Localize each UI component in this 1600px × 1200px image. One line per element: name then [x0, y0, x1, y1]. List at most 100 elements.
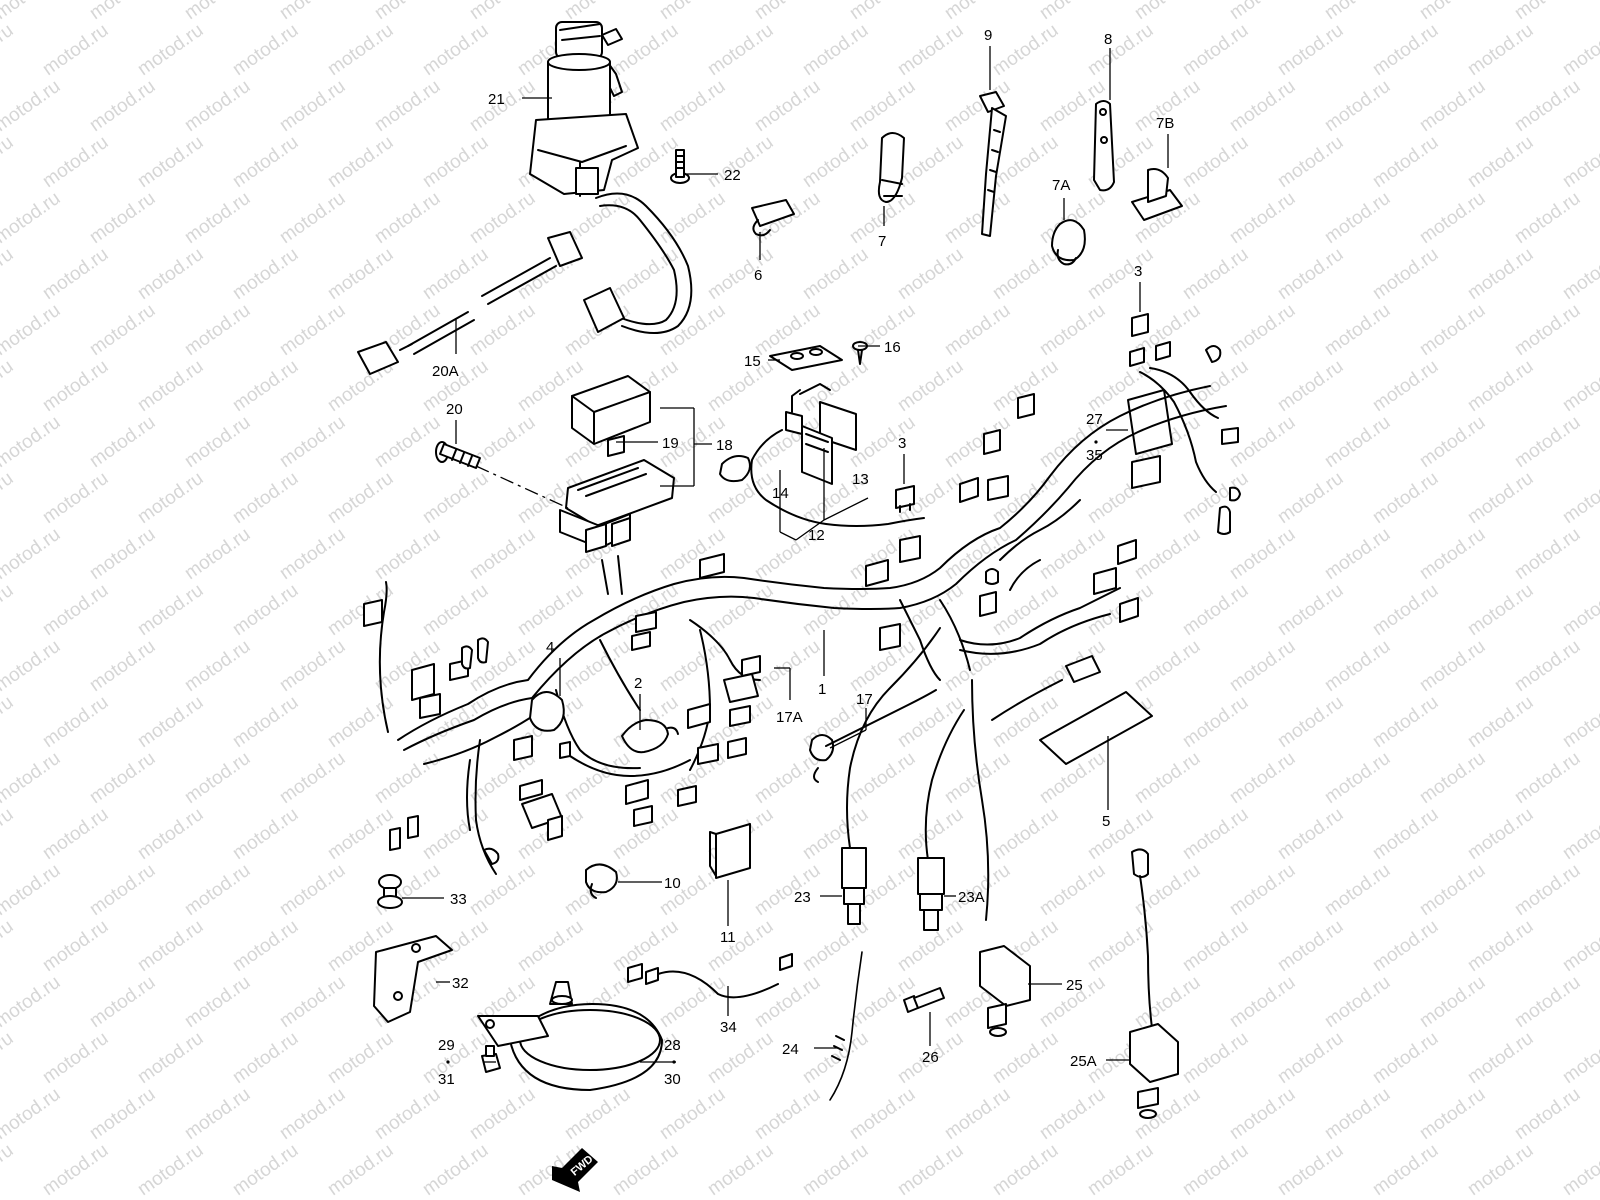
watermark-text: motod.ru — [39, 804, 112, 864]
watermark-text: motod.ru — [39, 580, 112, 640]
watermark-text: motod.ru — [1036, 860, 1109, 920]
watermark-text: motod.ru — [656, 636, 729, 696]
switch-23a — [917, 709, 965, 931]
watermark-text: motod.ru — [0, 916, 17, 976]
watermark-text: motod.ru — [86, 748, 159, 808]
watermark-text: motod.ru — [1274, 244, 1347, 304]
watermark-text: motod.ru — [1226, 0, 1299, 24]
watermark-text: motod.ru — [39, 244, 112, 304]
watermark-text: motod.ru — [1321, 0, 1394, 24]
watermark-text: motod.ru — [1416, 860, 1489, 920]
watermark-text: motod.ru — [39, 356, 112, 416]
watermark-text: motod.ru — [1464, 1028, 1537, 1088]
watermark-text: motod.ru — [181, 300, 254, 360]
watermark-text: motod.ru — [846, 0, 919, 24]
watermark-text: motod.ru — [86, 972, 159, 1032]
watermark-text: motod.ru — [1179, 692, 1252, 752]
watermark-text: motod.ru — [419, 468, 492, 528]
watermark-text: motod.ru — [751, 860, 824, 920]
label-29: 29 — [438, 1037, 455, 1054]
watermark-text: motod.ru — [39, 20, 112, 80]
watermark-text: motod.ru — [1226, 972, 1299, 1032]
watermark-text: motod.ru — [704, 1028, 777, 1088]
label-10: 10 — [664, 875, 681, 892]
watermark-text: motod.ru — [1416, 76, 1489, 136]
watermark-text: motod.ru — [799, 1140, 872, 1200]
watermark-text: motod.ru — [0, 636, 64, 696]
watermark-text: motod.ru — [0, 804, 17, 864]
watermark-text: motod.ru — [609, 916, 682, 976]
watermark-text: motod.ru — [466, 1084, 539, 1144]
watermark-text: motod.ru — [276, 972, 349, 1032]
watermark-text: motod.ru — [229, 1028, 302, 1088]
watermark-text: motod.ru — [1464, 580, 1537, 640]
watermark-text: motod.ru — [941, 300, 1014, 360]
label-30: 30 — [664, 1071, 681, 1088]
watermark-text: motod.ru — [1369, 580, 1442, 640]
watermark-text: motod.ru — [1416, 188, 1489, 248]
watermark-text: motod.ru — [799, 132, 872, 192]
watermark-text: motod.ru — [1226, 636, 1299, 696]
label-35: 35 — [1086, 447, 1103, 464]
watermark-text: motod.ru — [1559, 356, 1600, 416]
watermark-text: motod.ru — [1511, 412, 1584, 472]
label-3-right: 3 — [1134, 263, 1142, 280]
watermark-text: motod.ru — [134, 132, 207, 192]
clamp-7 — [877, 132, 905, 203]
label-24: 24 — [782, 1041, 799, 1058]
label-25: 25 — [1066, 977, 1083, 994]
watermark-text: motod.ru — [324, 468, 397, 528]
watermark-text: motod.ru — [229, 1140, 302, 1200]
wire-34 — [627, 953, 793, 999]
watermark-text: motod.ru — [989, 1028, 1062, 1088]
watermark-text: motod.ru — [229, 132, 302, 192]
watermark-text: motod.ru — [989, 20, 1062, 80]
watermark-text: motod.ru — [371, 412, 444, 472]
label-11: 11 — [720, 929, 736, 946]
watermark-text: motod.ru — [324, 804, 397, 864]
watermark-text: motod.ru — [989, 804, 1062, 864]
watermark-text: motod.ru — [134, 468, 207, 528]
watermark-text: motod.ru — [561, 1084, 634, 1144]
label-13: 13 — [852, 471, 869, 488]
label-21: 21 — [488, 91, 505, 108]
watermark-text: motod.ru — [941, 748, 1014, 808]
clamp-7b — [1131, 168, 1183, 221]
watermark-text: motod.ru — [846, 76, 919, 136]
label-14: 14 — [772, 485, 789, 502]
clamp-6 — [751, 199, 795, 237]
label-15: 15 — [744, 353, 761, 370]
watermark-text: motod.ru — [1226, 300, 1299, 360]
watermark-text: motod.ru — [181, 412, 254, 472]
label-7: 7 — [878, 233, 886, 250]
watermark-text: motod.ru — [1036, 0, 1109, 24]
watermark-text: motod.ru — [0, 580, 17, 640]
watermark-text: motod.ru — [1179, 20, 1252, 80]
watermark-text: motod.ru — [276, 1084, 349, 1144]
label-28: 28 — [664, 1037, 681, 1054]
watermark-text: motod.ru — [894, 356, 967, 416]
forward-direction-arrow: FWD — [552, 1148, 598, 1192]
watermark-text: motod.ru — [1416, 972, 1489, 1032]
watermark-text: motod.ru — [0, 76, 64, 136]
watermark-text: motod.ru — [751, 76, 824, 136]
watermark-text: motod.ru — [894, 244, 967, 304]
label-20a: 20A — [432, 363, 459, 380]
watermark-text: motod.ru — [371, 748, 444, 808]
sensor-25a — [1129, 848, 1179, 1119]
watermark-text: motod.ru — [0, 748, 64, 808]
watermark-text: motod.ru — [1179, 804, 1252, 864]
watermark-text: motod.ru — [181, 972, 254, 1032]
watermark-text: motod.ru — [229, 692, 302, 752]
watermark-text: motod.ru — [134, 692, 207, 752]
watermark-text: motod.ru — [1369, 244, 1442, 304]
watermark-text: motod.ru — [1511, 188, 1584, 248]
watermark-text: motod.ru — [0, 1084, 64, 1144]
watermark-text: motod.ru — [0, 300, 64, 360]
watermark-text: motod.ru — [941, 1084, 1014, 1144]
label-23: 23 — [794, 889, 811, 906]
watermark-text: motod.ru — [1179, 468, 1252, 528]
watermark-text: motod.ru — [1036, 300, 1109, 360]
watermark-text: motod.ru — [324, 1028, 397, 1088]
watermark-text: motod.ru — [1321, 188, 1394, 248]
